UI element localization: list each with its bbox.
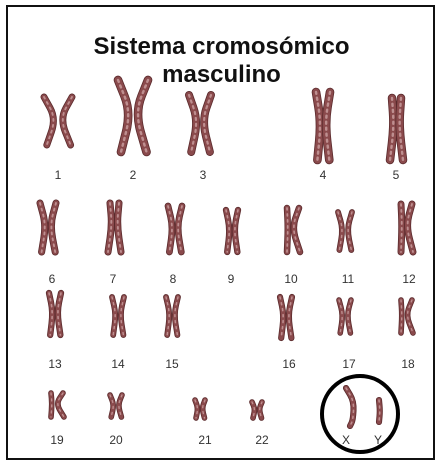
chromosome-label-11: 11 <box>328 272 368 286</box>
chromosome-label-19: 19 <box>37 433 77 447</box>
chromosome-label-10: 10 <box>271 272 311 286</box>
chromosome-22 <box>252 402 262 418</box>
chromosome-label-12: 12 <box>389 272 429 286</box>
chromosome-11 <box>338 212 352 250</box>
chromosome-19 <box>51 393 64 417</box>
chromosome-X <box>346 388 354 426</box>
chromosome-12 <box>401 204 413 252</box>
chromosome-15 <box>166 297 178 335</box>
chromosome-label-15: 15 <box>152 357 192 371</box>
chromosome-label-14: 14 <box>98 357 138 371</box>
chromosome-label-7: 7 <box>93 272 133 286</box>
chromosome-13 <box>49 293 61 335</box>
chromosome-16 <box>280 297 292 338</box>
chromosome-label-6: 6 <box>32 272 72 286</box>
chromosome-label-8: 8 <box>153 272 193 286</box>
chromosome-label-16: 16 <box>269 357 309 371</box>
chromosome-1 <box>44 97 72 145</box>
chromosome-label-21: 21 <box>185 433 225 447</box>
chromosome-label-1: 1 <box>38 168 78 182</box>
chromosome-6 <box>40 203 56 252</box>
chromosome-18 <box>401 300 413 333</box>
chromosome-2 <box>118 80 148 152</box>
chromosome-label-3: 3 <box>183 168 223 182</box>
chromosome-20 <box>110 395 122 417</box>
chromosome-8 <box>168 206 182 252</box>
chromosome-Y <box>379 400 380 422</box>
chromosome-4 <box>316 92 330 160</box>
chromosome-3 <box>189 95 211 152</box>
chromosome-label-13: 13 <box>35 357 75 371</box>
chromosome-17 <box>339 300 351 333</box>
chromosome-label-Y: Y <box>358 433 398 447</box>
chromosome-label-9: 9 <box>211 272 251 286</box>
chromosome-label-2: 2 <box>113 168 153 182</box>
chromosome-9 <box>226 210 238 252</box>
chromosome-label-18: 18 <box>388 357 428 371</box>
chromosome-10 <box>287 208 300 252</box>
chromosome-7 <box>108 203 121 252</box>
chromosome-21 <box>195 400 205 418</box>
chromosome-5 <box>390 98 403 160</box>
chromosome-label-17: 17 <box>329 357 369 371</box>
chromosome-14 <box>112 297 124 335</box>
chromosome-label-20: 20 <box>96 433 136 447</box>
chromosome-label-5: 5 <box>376 168 416 182</box>
chromosome-label-22: 22 <box>242 433 282 447</box>
chromosome-layer <box>40 80 413 426</box>
chromosome-label-4: 4 <box>303 168 343 182</box>
